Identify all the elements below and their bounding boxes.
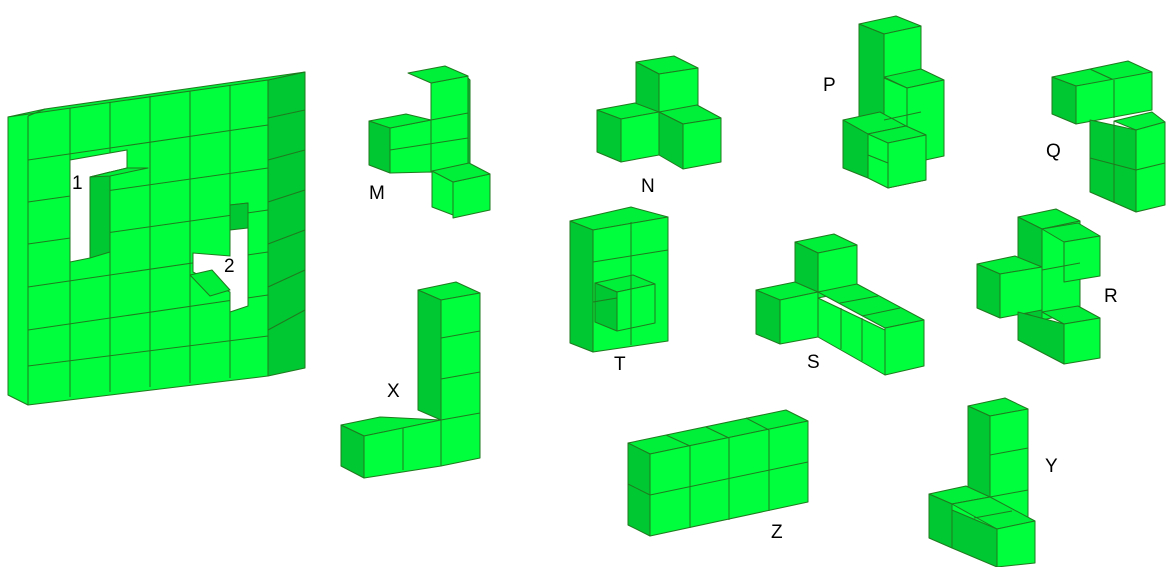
piece-t-side-face (595, 283, 617, 331)
piece-r: R (977, 209, 1118, 364)
piece-r-front-face (1064, 236, 1100, 282)
piece-r-label: R (1104, 286, 1118, 307)
piece-y-label: Y (1045, 456, 1058, 477)
piece-n-side-face (597, 110, 621, 162)
piece-s-side-face (756, 290, 780, 344)
piece-s: S (756, 234, 924, 375)
piece-p: P (823, 16, 944, 188)
wall-with-holes: 1 2 (8, 72, 305, 405)
piece-r-front-face (1064, 318, 1100, 364)
piece-r-front-face (1000, 267, 1042, 318)
piece-x-front-face (441, 293, 480, 466)
hole-2-inner-wall (230, 203, 248, 230)
piece-x: X (341, 282, 480, 478)
piece-y: Y (929, 398, 1058, 567)
piece-m: M (369, 66, 490, 218)
wall-front-face (8, 80, 268, 405)
piece-r-side-face (977, 264, 1000, 318)
piece-z: Z (628, 410, 808, 543)
piece-s-label: S (807, 352, 820, 373)
piece-n: N (597, 56, 721, 197)
piece-n-label: N (641, 176, 655, 197)
piece-m-label: M (369, 183, 385, 204)
piece-n-front-face (621, 112, 659, 162)
piece-x-label: X (387, 381, 400, 402)
piece-s-front-face (780, 292, 818, 344)
piece-y-front-face (997, 521, 1035, 567)
piece-t: T (570, 207, 668, 375)
piece-p-label: P (823, 75, 836, 96)
piece-m-side-face (369, 121, 390, 173)
piece-n-front-face (683, 118, 721, 169)
piece-z-label: Z (771, 522, 783, 543)
hole-1-inner-wall (90, 172, 110, 258)
piece-t-side-face (570, 221, 593, 352)
piece-q: Q (1046, 61, 1165, 212)
piece-p-front-face (888, 135, 926, 188)
piece-t-label: T (614, 354, 626, 375)
piece-m-front-face (390, 76, 468, 180)
piece-y-side-face (929, 494, 952, 548)
hole-1-label: 1 (72, 173, 83, 194)
hole-2-label: 2 (224, 256, 235, 277)
piece-q-side-face (1090, 120, 1136, 212)
piece-s-front-face (885, 320, 924, 375)
piece-x-side-face (418, 290, 441, 420)
piece-t-front-face (617, 284, 655, 331)
piece-q-label: Q (1046, 141, 1061, 162)
wall-side-face (268, 72, 305, 376)
